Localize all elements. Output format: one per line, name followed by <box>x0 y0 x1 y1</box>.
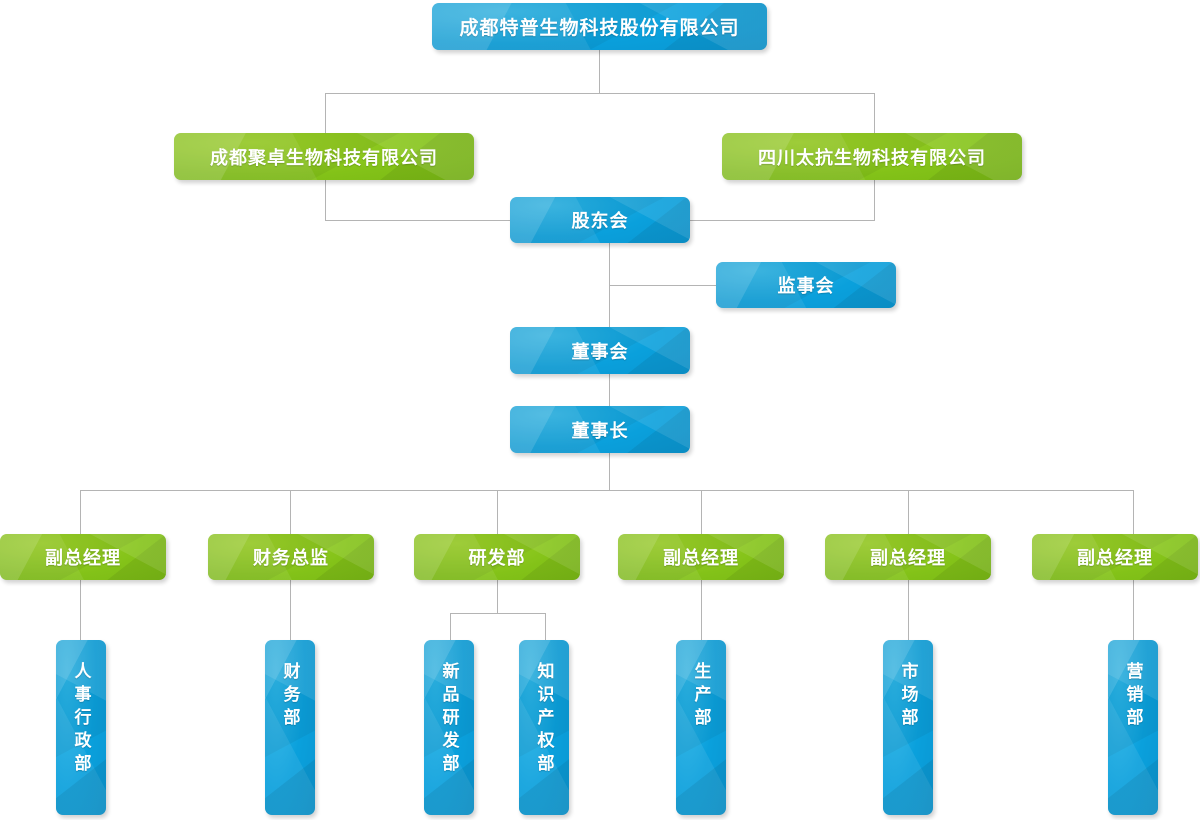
connector-rd-leg-right <box>545 613 546 640</box>
node-dept-hr-admin[interactable]: 人事行政部 <box>56 640 106 815</box>
node-root-company[interactable]: 成都特普生物科技股份有限公司 <box>432 3 767 50</box>
node-manager-vice-gm-3[interactable]: 副总经理 <box>825 534 991 580</box>
node-manager-vice-gm-2[interactable]: 副总经理 <box>618 534 784 580</box>
node-manager-cfo-label: 财务总监 <box>253 548 329 568</box>
node-subsidiary-jzhuo[interactable]: 成都聚卓生物科技有限公司 <box>174 133 474 180</box>
node-root-company-label: 成都特普生物科技股份有限公司 <box>459 18 740 39</box>
connector-board-down <box>609 374 610 406</box>
node-dept-production[interactable]: 生产部 <box>676 640 726 815</box>
node-manager-vice-gm-4[interactable]: 副总经理 <box>1032 534 1198 580</box>
connector-manager-leg-2 <box>290 490 291 534</box>
connector-dept-leg-hr <box>80 580 81 640</box>
connector-manager-leg-4 <box>701 490 702 534</box>
node-dept-finance[interactable]: 财务部 <box>265 640 315 815</box>
node-manager-vice-gm-1[interactable]: 副总经理 <box>0 534 166 580</box>
node-subsidiary-taikang[interactable]: 四川太抗生物科技有限公司 <box>722 133 1022 180</box>
node-dept-new-product-rd-label: 新品研发部 <box>439 662 459 777</box>
connector-manager-bar <box>80 490 1134 491</box>
connector-subsidiary-bar <box>325 93 875 94</box>
node-dept-sales-label: 营销部 <box>1123 662 1143 731</box>
node-manager-vice-gm-1-label: 副总经理 <box>45 548 121 568</box>
connector-to-supervisors <box>609 285 717 286</box>
node-dept-hr-admin-label: 人事行政部 <box>71 662 91 777</box>
node-dept-sales[interactable]: 营销部 <box>1108 640 1158 815</box>
node-board-of-directors[interactable]: 董事会 <box>510 327 690 374</box>
node-shareholders-meeting-label: 股东会 <box>571 211 629 231</box>
connector-root-down <box>599 50 600 94</box>
node-board-of-supervisors[interactable]: 监事会 <box>716 262 896 308</box>
connector-rd-leg-left <box>450 613 451 640</box>
node-manager-vice-gm-2-label: 副总经理 <box>663 548 739 568</box>
connector-manager-leg-5 <box>908 490 909 534</box>
node-chairman[interactable]: 董事长 <box>510 406 690 453</box>
node-manager-cfo[interactable]: 财务总监 <box>208 534 374 580</box>
connector-dept-leg-market <box>908 580 909 640</box>
connector-rd-down <box>497 580 498 613</box>
node-dept-production-label: 生产部 <box>691 662 711 731</box>
connector-manager-leg-1 <box>80 490 81 534</box>
node-manager-rd-dept-label: 研发部 <box>468 548 526 568</box>
node-manager-vice-gm-4-label: 副总经理 <box>1077 548 1153 568</box>
connector-manager-leg-3 <box>497 490 498 534</box>
node-dept-intellectual-property-label: 知识产权部 <box>534 662 554 777</box>
node-dept-new-product-rd[interactable]: 新品研发部 <box>424 640 474 815</box>
node-board-of-supervisors-label: 监事会 <box>777 276 835 296</box>
connector-right-to-shareholders <box>685 220 875 221</box>
node-dept-intellectual-property[interactable]: 知识产权部 <box>519 640 569 815</box>
connector-dept-leg-finance <box>290 580 291 640</box>
connector-chairman-down <box>609 453 610 490</box>
node-chairman-label: 董事长 <box>571 420 629 441</box>
node-subsidiary-taikang-label: 四川太抗生物科技有限公司 <box>758 147 986 168</box>
node-shareholders-meeting[interactable]: 股东会 <box>510 197 690 243</box>
connector-rd-bar <box>450 613 545 614</box>
node-dept-finance-label: 财务部 <box>280 662 300 731</box>
node-board-of-directors-label: 董事会 <box>571 341 629 362</box>
node-dept-market-label: 市场部 <box>898 662 918 731</box>
node-dept-market[interactable]: 市场部 <box>883 640 933 815</box>
node-manager-vice-gm-3-label: 副总经理 <box>870 548 946 568</box>
connector-manager-leg-6 <box>1133 490 1134 534</box>
connector-dept-leg-production <box>701 580 702 640</box>
node-manager-rd-dept[interactable]: 研发部 <box>414 534 580 580</box>
connector-dept-leg-sales <box>1133 580 1134 640</box>
node-subsidiary-jzhuo-label: 成都聚卓生物科技有限公司 <box>210 147 438 168</box>
connector-left-to-shareholders <box>325 220 515 221</box>
